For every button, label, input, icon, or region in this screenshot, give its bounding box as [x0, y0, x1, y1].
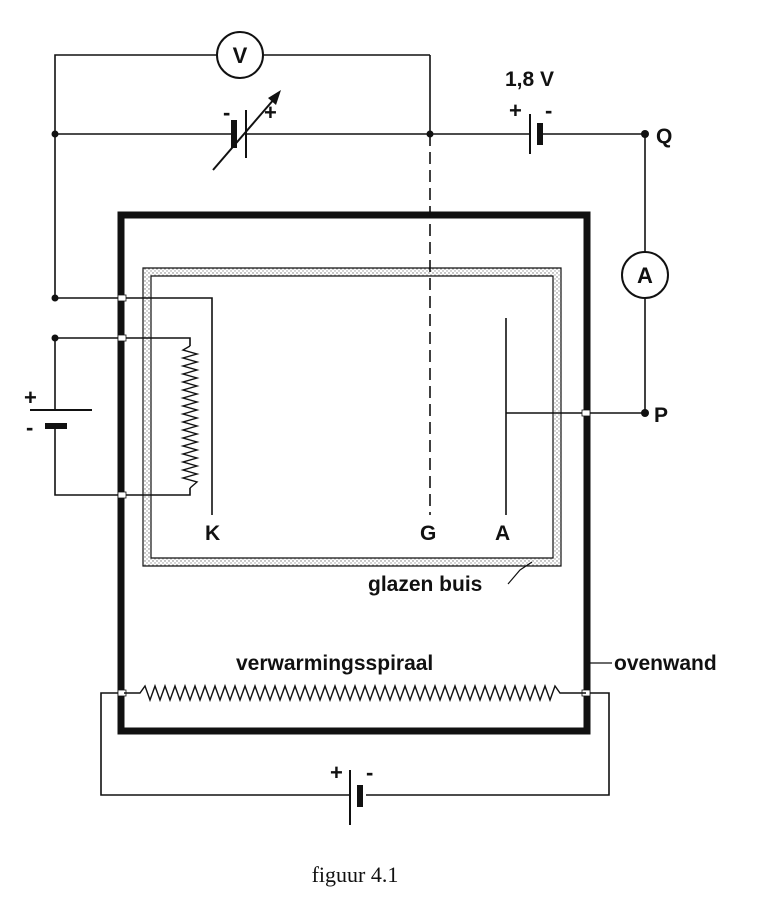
junction-dot: [51, 130, 59, 138]
feedthrough: [117, 491, 127, 499]
voltmeter-label: V: [233, 43, 248, 68]
node-q: [641, 130, 649, 138]
filament-wire-top: [55, 337, 191, 346]
feedthrough: [117, 334, 127, 342]
filament-battery-plus: +: [24, 385, 37, 410]
grid-label: G: [420, 522, 436, 545]
battery-plus: +: [509, 98, 522, 123]
glass-tube: [142, 267, 562, 567]
variable-voltage-source: - +: [212, 90, 281, 171]
heater-coil: [124, 683, 586, 703]
tube-label: glazen buis: [368, 573, 482, 596]
heater-wire-left: [100, 692, 350, 796]
filament-battery: + -: [24, 385, 92, 440]
variable-source-plus: +: [264, 100, 277, 125]
variable-source-minus: -: [223, 100, 230, 125]
ammeter: A: [621, 251, 669, 299]
anode-label: A: [495, 522, 510, 545]
figure-caption: figuur 4.1: [312, 862, 399, 887]
cathode-lead: [55, 297, 213, 515]
cathode-label: K: [205, 522, 220, 545]
oven-wall-label: ovenwand: [614, 652, 717, 675]
junction-dot: [51, 334, 59, 342]
feedthrough: [117, 294, 127, 302]
battery-minus: -: [545, 98, 552, 123]
filament-coil: [180, 345, 200, 489]
oven-wall: [117, 211, 591, 735]
node-p-label: P: [654, 404, 668, 427]
battery-1-8v: 1,8 V + -: [505, 68, 554, 154]
voltmeter: V: [216, 31, 264, 79]
ammeter-label: A: [637, 263, 653, 288]
tube-leader-line: [507, 561, 533, 585]
heater-battery-minus: -: [366, 760, 373, 785]
voltmeter-wire: [54, 54, 217, 300]
heater-battery-plus: +: [330, 760, 343, 785]
heater-battery: + -: [330, 760, 373, 825]
junction-dot: [51, 294, 59, 302]
filament-battery-minus: -: [26, 415, 33, 440]
heater-label: verwarmingsspiraal: [236, 652, 433, 675]
battery-voltage-label: 1,8 V: [505, 68, 554, 91]
heater-wire-right: [366, 692, 610, 796]
junction-dot: [426, 130, 434, 138]
feedthrough: [581, 409, 591, 417]
node-q-label: Q: [656, 125, 672, 148]
